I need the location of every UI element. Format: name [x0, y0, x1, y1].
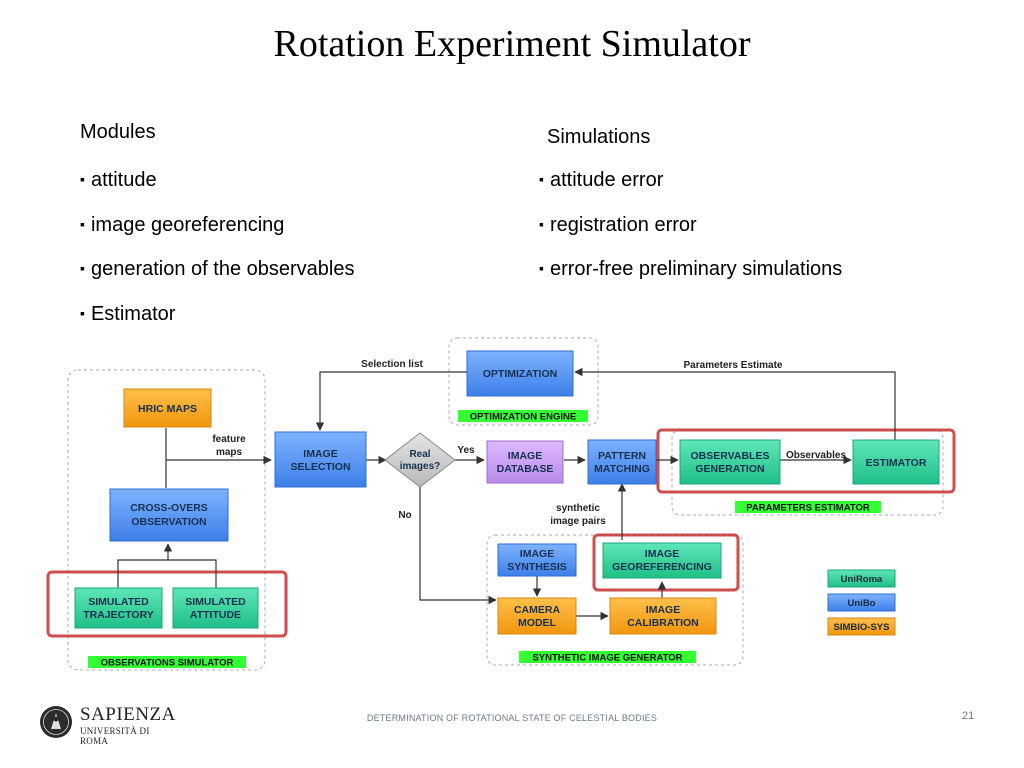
feature-maps-label: maps — [216, 447, 243, 458]
legend-unibo: UniBo — [827, 593, 896, 612]
svg-text:IMAGE: IMAGE — [646, 604, 680, 616]
simulations-item: error-free preliminary simulations — [539, 256, 842, 301]
legend-simbio-sys: SIMBIO-SYS — [827, 617, 896, 636]
hric-maps-box: HRIC MAPS — [123, 388, 212, 428]
svg-text:UniRoma: UniRoma — [841, 574, 883, 585]
svg-text:GEOREFERENCING: GEOREFERENCING — [612, 561, 712, 573]
svg-text:IMAGE: IMAGE — [520, 548, 554, 560]
modules-item: generation of the observables — [80, 256, 355, 301]
pattern-matching-box: PATTERN MATCHING — [587, 439, 657, 485]
logo-subtitle: UNIVERSITÀ DI ROMA — [80, 726, 150, 746]
observations-simulator-frame — [67, 369, 266, 671]
image-synthesis-box: IMAGE SYNTHESIS — [497, 543, 577, 577]
svg-text:PARAMETERS ESTIMATOR: PARAMETERS ESTIMATOR — [746, 503, 870, 514]
seal-icon — [40, 706, 72, 738]
modules-item: attitude — [80, 167, 354, 212]
simulated-attitude-box: SIMULATED ATTITUDE — [172, 587, 259, 629]
svg-text:CROSS-OVERS: CROSS-OVERS — [130, 502, 208, 514]
yes-label: Yes — [457, 445, 475, 456]
feature-maps-label: feature — [212, 434, 246, 445]
parameters-estimate-label: Parameters Estimate — [684, 360, 783, 371]
image-georeferencing-box: IMAGE GEOREFERENCING — [602, 542, 722, 579]
logo-name: SAPIENZA — [80, 704, 176, 725]
simulations-heading: Simulations — [547, 126, 651, 148]
svg-text:SYNTHESIS: SYNTHESIS — [507, 561, 567, 573]
svg-text:OPTIMIZATION ENGINE: OPTIMIZATION ENGINE — [470, 412, 576, 423]
synthetic-image-pairs-label: synthetic — [556, 503, 600, 514]
modules-heading: Modules — [80, 121, 156, 143]
selection-list-label: Selection list — [361, 359, 423, 370]
svg-text:OBSERVATION: OBSERVATION — [131, 516, 206, 528]
connector-arrow — [574, 367, 896, 440]
svg-text:OBSERVABLES: OBSERVABLES — [691, 450, 770, 462]
observables-label: Observables — [786, 450, 846, 461]
svg-text:PATTERN: PATTERN — [598, 450, 646, 462]
cross-overs-observation-box: CROSS-OVERS OBSERVATION — [109, 488, 229, 542]
modules-item: image georeferencing — [80, 212, 354, 257]
optimization-engine-label: OPTIMIZATION ENGINE — [458, 410, 588, 423]
modules-list: attitude image georeferencing generation… — [80, 167, 355, 346]
image-database-box: IMAGE DATABASE — [486, 440, 564, 484]
estimator-box: ESTIMATOR — [852, 439, 940, 485]
svg-text:DATABASE: DATABASE — [497, 463, 554, 475]
flow-diagram: HRIC MAPS CROSS-OVERS OBSERVATION SIMULA… — [46, 337, 956, 671]
connector-arrow — [315, 371, 467, 431]
svg-text:UniBo: UniBo — [848, 598, 876, 609]
svg-text:SIMULATED: SIMULATED — [185, 596, 246, 608]
svg-text:CALIBRATION: CALIBRATION — [627, 617, 699, 629]
svg-text:IMAGE: IMAGE — [303, 448, 337, 460]
svg-text:SIMBIO-SYS: SIMBIO-SYS — [834, 622, 890, 633]
svg-text:OPTIMIZATION: OPTIMIZATION — [483, 368, 557, 380]
svg-text:SIMULATED: SIMULATED — [88, 596, 149, 608]
sapienza-logo: SAPIENZA UNIVERSITÀ DI ROMA — [38, 700, 175, 746]
svg-text:IMAGE: IMAGE — [645, 548, 679, 560]
svg-text:GENERATION: GENERATION — [695, 463, 764, 475]
svg-text:OBSERVATIONS SIMULATOR: OBSERVATIONS SIMULATOR — [101, 658, 234, 669]
svg-text:ATTITUDE: ATTITUDE — [190, 609, 241, 621]
modules-item: Estimator — [80, 301, 354, 346]
connector-line — [117, 559, 217, 588]
optimization-engine-frame — [448, 337, 599, 426]
legend-uniroma: UniRoma — [827, 569, 896, 588]
svg-text:TRAJECTORY: TRAJECTORY — [83, 609, 154, 621]
real-images-decision: Real images? — [384, 432, 456, 488]
footer-caption: DETERMINATION OF ROTATIONAL STATE OF CEL… — [366, 713, 658, 723]
parameters-estimator-label: PARAMETERS ESTIMATOR — [735, 501, 881, 514]
synthetic-image-pairs-label: image pairs — [550, 516, 606, 527]
slide-title: Rotation Experiment Simulator — [273, 23, 751, 65]
svg-text:CAMERA: CAMERA — [514, 604, 560, 616]
svg-text:Real: Real — [409, 449, 430, 460]
simulations-item: attitude error — [539, 167, 842, 212]
svg-text:ESTIMATOR: ESTIMATOR — [866, 457, 927, 469]
no-label: No — [398, 510, 411, 521]
svg-text:images?: images? — [400, 461, 441, 472]
svg-text:IMAGE: IMAGE — [508, 450, 542, 462]
observations-simulator-label: OBSERVATIONS SIMULATOR — [88, 656, 246, 669]
simulated-inputs-highlight — [46, 570, 288, 638]
svg-text:SELECTION: SELECTION — [290, 461, 350, 473]
connector-arrow — [419, 485, 497, 605]
optimization-box: OPTIMIZATION — [466, 350, 574, 397]
image-calibration-box: IMAGE CALIBRATION — [609, 597, 717, 635]
page-number: 21 — [962, 710, 975, 722]
svg-text:HRIC MAPS: HRIC MAPS — [138, 403, 197, 415]
simulations-list: attitude error registration error error-… — [539, 167, 842, 301]
observables-estimator-highlight — [656, 428, 956, 494]
simulations-item: registration error — [539, 212, 842, 257]
svg-text:MODEL: MODEL — [518, 617, 557, 629]
georeferencing-highlight — [592, 533, 740, 592]
svg-text:MATCHING: MATCHING — [594, 463, 650, 475]
observables-generation-box: OBSERVABLES GENERATION — [679, 439, 781, 485]
svg-text:SYNTHETIC IMAGE GENERATOR: SYNTHETIC IMAGE GENERATOR — [532, 653, 682, 664]
camera-model-box: CAMERA MODEL — [497, 597, 577, 635]
image-selection-box: IMAGE SELECTION — [274, 431, 367, 488]
synthetic-image-generator-label: SYNTHETIC IMAGE GENERATOR — [519, 651, 696, 664]
simulated-trajectory-box: SIMULATED TRAJECTORY — [74, 587, 163, 629]
